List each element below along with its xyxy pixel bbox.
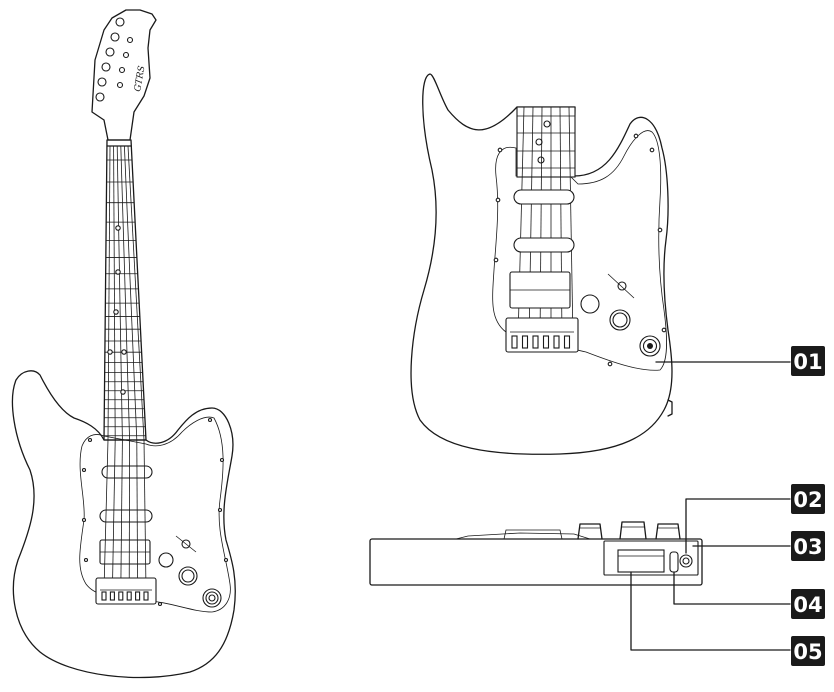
saddle [126, 591, 132, 601]
string [568, 106, 574, 341]
bridge [95, 577, 157, 605]
callout-04-label: 04 [793, 593, 822, 617]
fret-inlay [120, 389, 126, 395]
string [143, 439, 147, 591]
string [120, 145, 130, 441]
saddle [109, 591, 115, 601]
callout-05-label: 05 [793, 640, 822, 664]
string [124, 145, 138, 441]
string [112, 439, 116, 591]
saddle [553, 335, 560, 349]
headstock [91, 9, 157, 141]
side-battery-compartment [617, 549, 665, 573]
fret-inlay [113, 309, 119, 315]
pickguard-screws [81, 417, 229, 607]
leader-lines [630, 361, 791, 651]
saddle [101, 591, 107, 601]
closeup-inlays [535, 120, 551, 164]
body-closeup-view [410, 73, 673, 455]
saddle [521, 335, 529, 349]
callout-02-label: 02 [793, 488, 822, 512]
callout-02: 02 [791, 484, 825, 514]
callout-05: 05 [791, 636, 825, 666]
callout-03-label: 03 [793, 535, 822, 559]
side-view [369, 521, 703, 586]
side-body [369, 538, 703, 586]
leader-05 [630, 571, 791, 651]
closeup-pickguard [492, 130, 668, 371]
saddle [532, 335, 539, 349]
closeup-knobs [580, 273, 661, 357]
side-control-switch [669, 551, 679, 573]
saddle [563, 335, 571, 349]
saddle [542, 335, 550, 349]
headstock-logo: GTRS [133, 65, 147, 92]
string [120, 439, 123, 591]
fret-inlay [115, 225, 121, 231]
string [107, 145, 111, 441]
closeup-pickups [509, 189, 575, 309]
saddle [143, 591, 149, 601]
leader-04 [673, 571, 791, 605]
callout-04: 04 [791, 589, 825, 619]
pickguard [79, 416, 231, 613]
callout-01-label: 01 [793, 350, 822, 374]
fret-inlay [115, 269, 121, 275]
tuning-pegs [95, 17, 134, 102]
callout-01: 01 [791, 346, 825, 376]
closeup-screws [493, 133, 667, 367]
string [116, 145, 123, 441]
fret-inlay [121, 349, 127, 355]
string [127, 145, 145, 441]
string [136, 439, 139, 591]
saddle [135, 591, 141, 601]
leader-02 [685, 498, 791, 554]
closeup-bridge [505, 317, 579, 353]
fret-inlay [107, 349, 113, 355]
saddle [118, 591, 124, 601]
closeup-fretboard [516, 106, 576, 178]
callout-03: 03 [791, 531, 825, 561]
string [103, 439, 109, 591]
control-knobs [158, 535, 222, 608]
saddle [511, 335, 518, 349]
full-guitar-view: GTRS [11, 9, 236, 679]
guitar-body [11, 370, 236, 679]
neck [103, 139, 147, 441]
side-top-knobs [577, 521, 681, 540]
string [113, 145, 116, 441]
closeup-body [410, 73, 673, 455]
